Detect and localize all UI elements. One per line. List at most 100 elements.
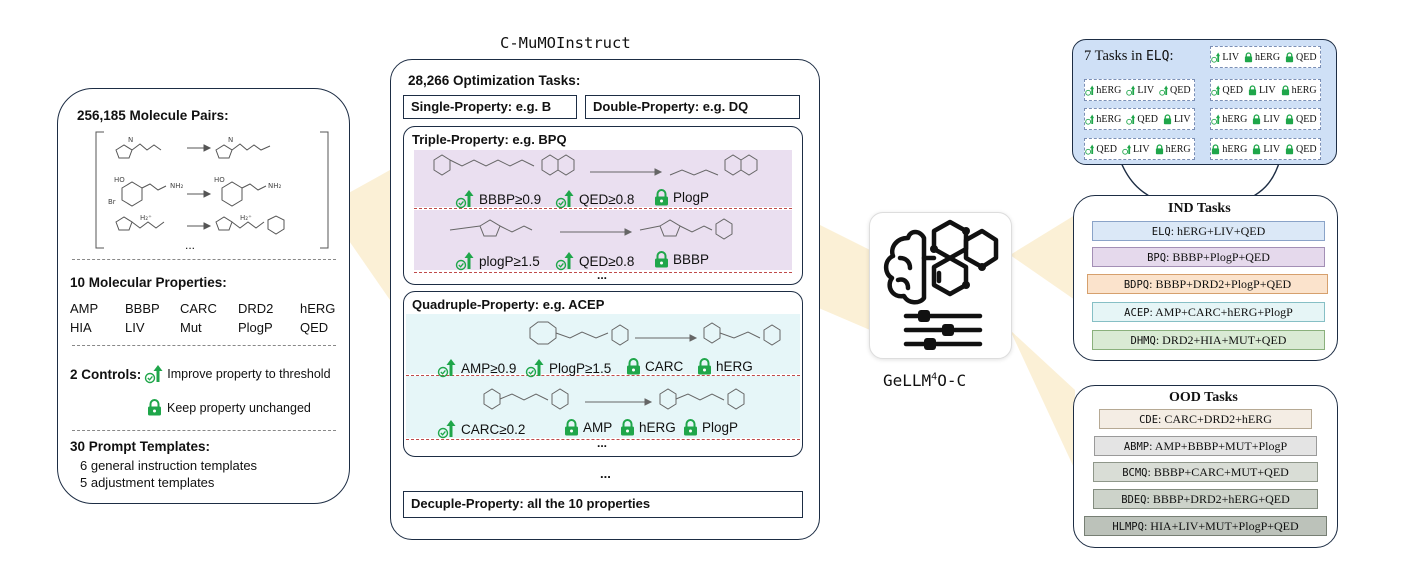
condition-keep: hERG bbox=[620, 419, 676, 436]
property-label: PlogP bbox=[238, 320, 273, 335]
model-name: GeLLM4O-C bbox=[883, 371, 966, 390]
elq-task-label: hERG bbox=[1165, 143, 1191, 155]
model-name-suffix: O-C bbox=[937, 371, 967, 390]
task-description: : BBBP+DRD2+PlogP+QED bbox=[1149, 277, 1292, 291]
improve-arrow-icon bbox=[1122, 144, 1131, 155]
task-tag: BPQ: BBBP+PlogP+QED bbox=[1092, 247, 1325, 267]
elq-task-label: QED bbox=[1296, 113, 1317, 125]
triple-example-2 bbox=[414, 210, 792, 270]
elq-title-prefix: 7 Tasks in bbox=[1084, 48, 1146, 64]
property-label: DRD2 bbox=[238, 301, 274, 316]
task-tag: BDEQ: BBBP+DRD2+hERG+QED bbox=[1093, 489, 1318, 509]
model-name-sup: 4 bbox=[931, 371, 938, 383]
lock-icon bbox=[627, 358, 640, 375]
property-label: HIA bbox=[70, 320, 92, 335]
example-separator bbox=[414, 272, 792, 273]
lock-icon bbox=[1285, 143, 1294, 154]
condition-label: AMP bbox=[583, 420, 613, 435]
pairs-title: 256,185 Molecule Pairs: bbox=[77, 108, 229, 123]
improve-arrow-icon bbox=[1085, 114, 1095, 125]
triple-example-1 bbox=[414, 150, 792, 207]
templates-title: 30 Prompt Templates: bbox=[70, 439, 211, 454]
improve-arrow-icon bbox=[455, 252, 474, 271]
task-description: : BBBP+CARC+MUT+QED bbox=[1147, 465, 1289, 479]
elq-task-label: LIV bbox=[1137, 84, 1155, 96]
properties-grid: AMP BBBP CARC DRD2 hERG HIA LIV Mut Plog… bbox=[70, 301, 350, 335]
condition-label: PlogP bbox=[673, 190, 710, 205]
improve-arrow-icon bbox=[555, 252, 574, 271]
condition-keep: AMP bbox=[564, 419, 612, 436]
condition-improve: plogP≥1.5 bbox=[455, 251, 540, 271]
svg-text:Br: Br bbox=[108, 198, 116, 206]
quad-example-2 bbox=[406, 376, 800, 438]
elq-task-label: hERG bbox=[1222, 113, 1248, 125]
task-code: DHMQ bbox=[1130, 335, 1156, 347]
improve-arrow-icon bbox=[437, 420, 456, 439]
condition-label: PlogP bbox=[702, 420, 739, 435]
task-description: : AMP+BBBP+MUT+PlogP bbox=[1149, 439, 1288, 453]
triple-ellipsis: ... bbox=[597, 268, 608, 282]
task-tag: HLMPQ: HIA+LIV+MUT+PlogP+QED bbox=[1084, 516, 1327, 536]
task-description: : DRD2+HIA+MUT+QED bbox=[1155, 333, 1287, 347]
lock-icon bbox=[1285, 113, 1294, 124]
control-improve-row: 2 Controls: Improve property to threshol… bbox=[70, 364, 331, 384]
control-improve-label: Improve property to threshold bbox=[167, 367, 331, 381]
ood-title: OOD Tasks bbox=[1169, 390, 1238, 405]
condition-label: QED≥0.8 bbox=[579, 191, 635, 207]
condition-keep: BBBP bbox=[654, 251, 709, 268]
quad-ellipsis: ... bbox=[597, 436, 608, 450]
improve-arrow-icon bbox=[1211, 114, 1221, 125]
elq-task-label: LIV bbox=[1258, 84, 1276, 96]
single-property-label: Single-Property: e.g. B bbox=[411, 99, 552, 114]
condition-improve: AMP≥0.9 bbox=[437, 358, 516, 378]
task-code: ACEP bbox=[1124, 307, 1150, 319]
svg-text:HO: HO bbox=[214, 176, 225, 184]
lock-icon bbox=[1244, 51, 1253, 62]
condition-keep: PlogP bbox=[654, 189, 709, 206]
condition-improve: CARC≥0.2 bbox=[437, 419, 525, 439]
svg-text:HO: HO bbox=[114, 176, 125, 184]
elq-task-label: LIV bbox=[1173, 113, 1191, 125]
props-title: 10 Molecular Properties: bbox=[70, 275, 227, 290]
improve-arrow-icon bbox=[525, 359, 544, 378]
example-separator bbox=[414, 208, 792, 209]
property-label: Mut bbox=[180, 320, 202, 335]
divider bbox=[72, 345, 336, 346]
quad-title: Quadruple-Property: e.g. ACEP bbox=[412, 297, 605, 312]
elq-title-code: ELQ bbox=[1145, 49, 1170, 64]
elq-task-label: hERG bbox=[1255, 51, 1281, 63]
task-tag: BDPQ: BBBP+DRD2+PlogP+QED bbox=[1087, 274, 1328, 294]
lock-icon bbox=[1281, 84, 1289, 95]
left-panel bbox=[57, 88, 350, 504]
task-tag: CDE: CARC+DRD2+hERG bbox=[1099, 409, 1312, 429]
lock-icon bbox=[1248, 84, 1257, 95]
triple-property-box bbox=[403, 126, 803, 285]
task-code: ELQ bbox=[1151, 226, 1171, 238]
condition-label: BBBP bbox=[673, 252, 710, 267]
condition-improve: QED≥0.8 bbox=[555, 251, 634, 271]
improve-arrow-icon bbox=[145, 365, 163, 384]
control-keep-row: Keep property unchanged bbox=[147, 399, 311, 416]
elq-task-label: hERG bbox=[1222, 143, 1248, 155]
elq-task-label: QED bbox=[1296, 143, 1317, 155]
elq-task-label: QED bbox=[1137, 113, 1158, 125]
improve-arrow-icon bbox=[1159, 85, 1169, 96]
condition-label: BBBP≥0.9 bbox=[479, 191, 542, 207]
lock-icon bbox=[1253, 143, 1261, 154]
elq-task-label: QED bbox=[1296, 51, 1317, 63]
elq-task-label: QED bbox=[1222, 84, 1243, 96]
svg-text:H₂⁺: H₂⁺ bbox=[240, 214, 252, 222]
condition-label: hERG bbox=[639, 420, 676, 435]
svg-text:H₂⁺: H₂⁺ bbox=[140, 214, 152, 222]
templates-line: 6 general instruction templates bbox=[80, 458, 258, 473]
lock-icon bbox=[1155, 143, 1163, 154]
task-description: : HIA+LIV+MUT+PlogP+QED bbox=[1143, 519, 1299, 533]
lock-icon bbox=[698, 358, 711, 375]
improve-arrow-icon bbox=[437, 359, 456, 378]
double-property-box: Double-Property: e.g. DQ bbox=[585, 95, 800, 119]
lock-icon bbox=[655, 251, 668, 268]
